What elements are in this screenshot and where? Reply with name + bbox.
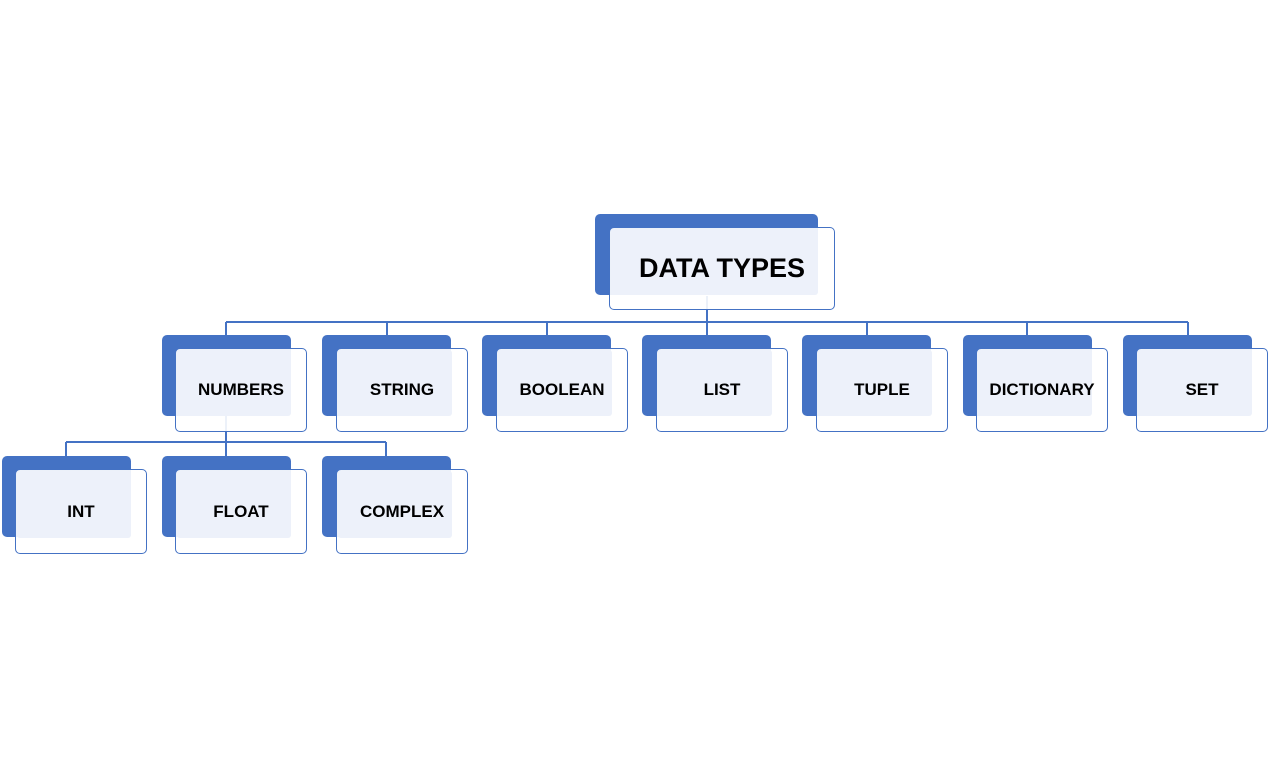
- node-label: INT: [67, 501, 95, 521]
- node-label: BOOLEAN: [519, 380, 605, 399]
- node-set: SET: [1123, 335, 1268, 432]
- node-label: COMPLEX: [359, 501, 445, 521]
- node-label: DICTIONARY: [989, 380, 1095, 399]
- node-data-types: DATA TYPES: [595, 214, 835, 310]
- node-int: INT: [2, 456, 147, 554]
- node-label: SET: [1185, 380, 1219, 399]
- node-label: NUMBERS: [198, 380, 284, 399]
- node-dictionary: DICTIONARY: [963, 335, 1108, 432]
- node-numbers: NUMBERS: [162, 335, 307, 432]
- node-complex: COMPLEX: [322, 456, 468, 554]
- node-list: LIST: [642, 335, 788, 432]
- node-label: STRING: [369, 380, 435, 399]
- node-label: DATA TYPES: [638, 253, 805, 283]
- node-string: STRING: [322, 335, 468, 432]
- node-label: LIST: [703, 380, 741, 399]
- node-float: FLOAT: [162, 456, 307, 554]
- node-tuple: TUPLE: [802, 335, 948, 432]
- node-label: TUPLE: [854, 380, 910, 399]
- node-boolean: BOOLEAN: [482, 335, 628, 432]
- node-label: FLOAT: [213, 501, 269, 521]
